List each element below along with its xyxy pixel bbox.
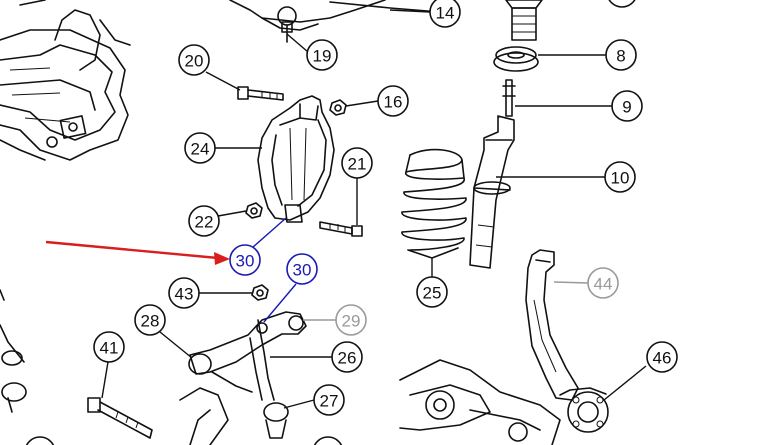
bolt-41-illustration <box>87 397 153 439</box>
callout-14-label: 14 <box>436 4 455 23</box>
callout-44-label: 44 <box>594 275 613 294</box>
callout-46-label: 46 <box>653 349 672 368</box>
callout-43-label: 43 <box>175 285 194 304</box>
tie-rod-end-illustration <box>0 289 229 445</box>
hub-assembly-46-illustration <box>399 359 609 445</box>
callout-30-lower-label: 30 <box>293 261 312 280</box>
callout-8: 8 <box>538 39 637 71</box>
callout-43: 43 <box>168 277 252 309</box>
callout-27-label: 27 <box>320 392 339 411</box>
callout-30-upper-label: 30 <box>236 252 255 271</box>
callout-27: 27 <box>283 384 345 416</box>
bolt-21-illustration <box>319 221 363 237</box>
nut-22-illustration <box>245 202 263 219</box>
callout-24: 24 <box>184 132 262 164</box>
callout-26-label: 26 <box>338 349 357 368</box>
strut-rod-9-illustration <box>502 79 516 117</box>
callout-28: 28 <box>134 304 193 359</box>
callout-25: 25 <box>416 258 448 308</box>
callout-24-label: 24 <box>191 140 210 159</box>
callout-22: 22 <box>188 205 247 237</box>
nut-43-illustration <box>251 284 269 301</box>
crossmember-illustration <box>0 0 131 161</box>
callout-30-upper: 30 <box>229 217 287 276</box>
steering-knuckle-44-illustration <box>525 249 579 401</box>
callout-21-label: 21 <box>348 155 367 174</box>
callout-29-label: 29 <box>342 312 361 331</box>
upper-control-arm-illustration <box>229 0 441 43</box>
callout-partial-edge <box>25 0 636 445</box>
callout-25-label: 25 <box>423 284 442 303</box>
coil-spring-25-illustration <box>401 148 467 259</box>
callout-26: 26 <box>270 341 363 373</box>
callout-20-label: 20 <box>185 52 204 71</box>
callout-9: 9 <box>515 90 643 122</box>
callout-9-label: 9 <box>622 98 631 117</box>
callout-41: 41 <box>93 331 125 399</box>
callout-14: 14 <box>389 0 461 28</box>
shock-absorber-10-illustration <box>469 115 515 269</box>
callout-28-label: 28 <box>141 312 160 331</box>
strut-boot-illustration <box>505 0 543 41</box>
bolt-20-illustration <box>237 86 284 101</box>
callout-16: 16 <box>345 85 409 117</box>
callout-21: 21 <box>341 147 373 225</box>
strut-mount-8-illustration <box>493 46 539 72</box>
red-arrow-icon <box>45 240 219 260</box>
red-pointer-arrow <box>45 240 230 265</box>
callout-29: 29 <box>303 304 367 336</box>
nut-16-illustration <box>329 99 347 116</box>
red-arrowhead-icon <box>214 252 230 265</box>
callout-10-label: 10 <box>611 169 630 188</box>
callout-44: 44 <box>553 267 619 299</box>
callout-19-label: 19 <box>313 47 332 66</box>
callout-41-label: 41 <box>100 339 119 358</box>
callout-20: 20 <box>178 44 241 91</box>
lower-control-arm-illustration <box>188 311 307 401</box>
callout-10: 10 <box>496 161 636 193</box>
ball-joint-27-illustration <box>263 402 289 439</box>
callout-30-lower: 30 <box>263 253 318 323</box>
callout-46: 46 <box>603 341 678 401</box>
bracket-24-illustration <box>257 95 335 223</box>
callout-8-label: 8 <box>616 47 625 66</box>
callout-22-label: 22 <box>195 213 214 232</box>
callout-16-label: 16 <box>384 93 403 112</box>
callout-19: 19 <box>286 33 338 71</box>
